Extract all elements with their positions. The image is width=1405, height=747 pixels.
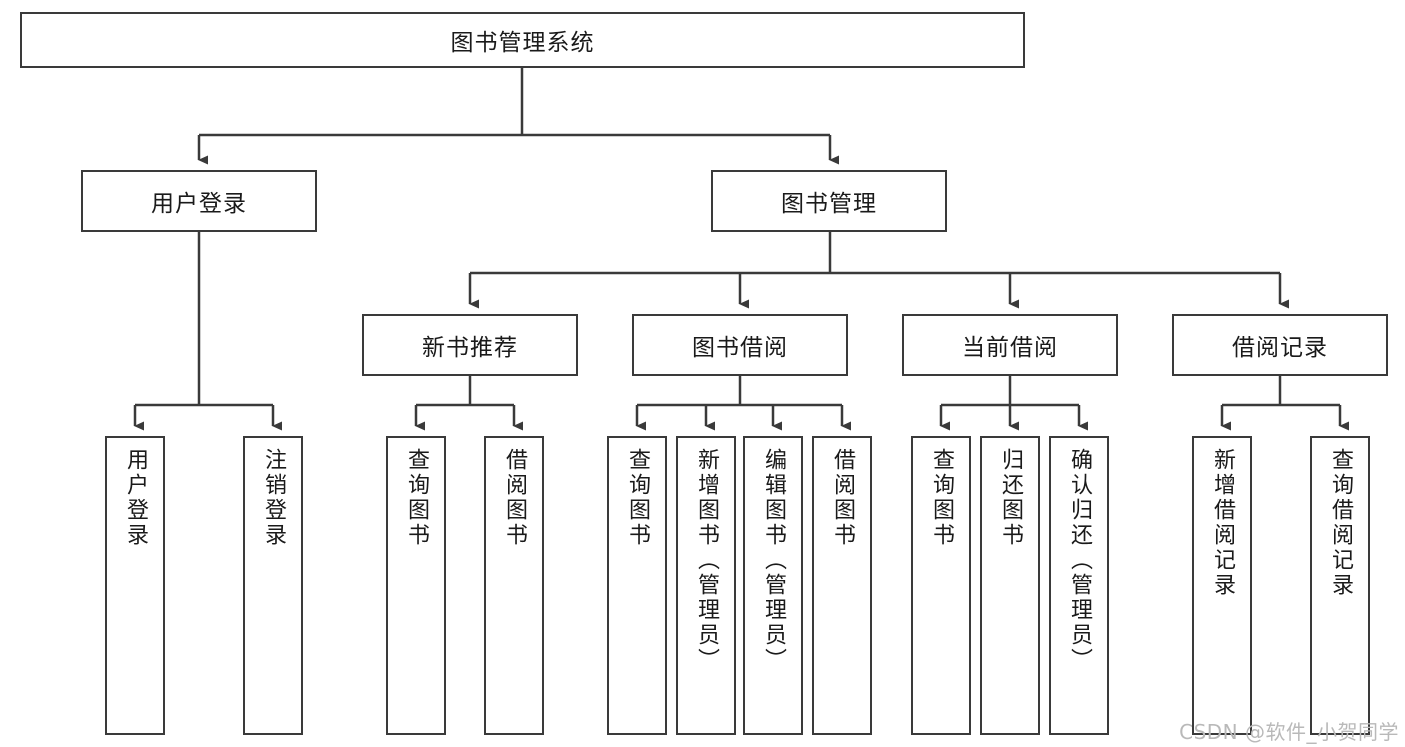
node-leaf-query-record[interactable]: 查询借阅记录 [1310, 436, 1370, 735]
node-user-login-label: 用户登录 [151, 191, 247, 217]
node-book-borrow[interactable]: 图书借阅 [632, 314, 848, 376]
node-leaf-add-book-label: 新增图书（管理员） [694, 448, 719, 673]
node-current-borrow[interactable]: 当前借阅 [902, 314, 1118, 376]
node-current-borrow-label: 当前借阅 [962, 335, 1058, 361]
node-borrow-record[interactable]: 借阅记录 [1172, 314, 1388, 376]
node-leaf-borrow-book-1[interactable]: 借阅图书 [484, 436, 544, 735]
node-leaf-borrow-book-1-label: 借阅图书 [502, 448, 527, 548]
node-new-book-recommend[interactable]: 新书推荐 [362, 314, 578, 376]
node-leaf-query-book-2-label: 查询图书 [625, 448, 650, 548]
node-leaf-logout-label: 注销登录 [261, 448, 286, 548]
node-leaf-query-book-1-label: 查询图书 [404, 448, 429, 548]
node-leaf-query-book-3-label: 查询图书 [929, 448, 954, 548]
node-leaf-query-record-label: 查询借阅记录 [1328, 448, 1353, 598]
node-leaf-borrow-book-2[interactable]: 借阅图书 [812, 436, 872, 735]
node-leaf-add-record-label: 新增借阅记录 [1210, 448, 1235, 598]
node-leaf-add-book[interactable]: 新增图书（管理员） [676, 436, 736, 735]
node-root[interactable]: 图书管理系统 [20, 12, 1025, 68]
node-leaf-confirm-return[interactable]: 确认归还（管理员） [1049, 436, 1109, 735]
node-book-manage-label: 图书管理 [781, 191, 877, 217]
node-borrow-record-label: 借阅记录 [1232, 335, 1328, 361]
node-leaf-query-book-1[interactable]: 查询图书 [386, 436, 446, 735]
node-leaf-user-login[interactable]: 用户登录 [105, 436, 165, 735]
node-leaf-logout[interactable]: 注销登录 [243, 436, 303, 735]
node-leaf-query-book-2[interactable]: 查询图书 [607, 436, 667, 735]
node-root-label: 图书管理系统 [450, 30, 595, 56]
node-leaf-add-record[interactable]: 新增借阅记录 [1192, 436, 1252, 735]
node-new-book-recommend-label: 新书推荐 [422, 335, 518, 361]
node-leaf-user-login-label: 用户登录 [123, 448, 148, 548]
node-leaf-return-book[interactable]: 归还图书 [980, 436, 1040, 735]
node-leaf-edit-book-label: 编辑图书（管理员） [761, 448, 786, 673]
node-leaf-confirm-return-label: 确认归还（管理员） [1067, 448, 1092, 673]
node-user-login[interactable]: 用户登录 [81, 170, 317, 232]
node-leaf-borrow-book-2-label: 借阅图书 [830, 448, 855, 548]
node-book-manage[interactable]: 图书管理 [711, 170, 947, 232]
node-leaf-edit-book[interactable]: 编辑图书（管理员） [743, 436, 803, 735]
node-leaf-query-book-3[interactable]: 查询图书 [911, 436, 971, 735]
node-leaf-return-book-label: 归还图书 [998, 448, 1023, 548]
node-book-borrow-label: 图书借阅 [692, 335, 788, 361]
